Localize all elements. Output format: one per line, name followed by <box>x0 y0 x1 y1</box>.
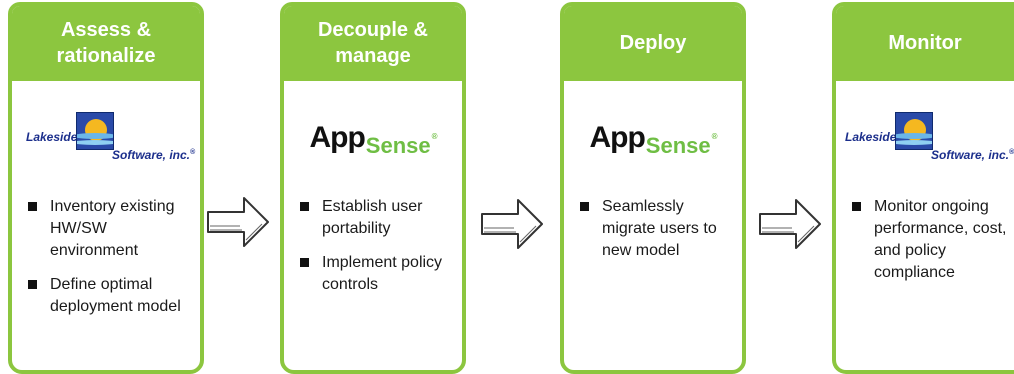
lakeside-logo: Lakeside Software, inc.® <box>12 110 200 166</box>
stage-title: Monitor <box>836 6 1014 81</box>
list-item: Seamlessly migrate users to new model <box>576 196 736 262</box>
arrow-right-icon <box>207 197 269 247</box>
arrow-right-icon <box>759 199 821 249</box>
list-item: Implement policy controls <box>296 252 456 296</box>
list-item: Establish user portability <box>296 196 456 240</box>
list-item: Define optimal deployment model <box>24 274 194 318</box>
lakeside-logo: Lakeside Software, inc.® <box>836 110 1014 166</box>
list-item: Inventory existing HW/SW environment <box>24 196 194 262</box>
bullet-list: Seamlessly migrate users to new model <box>576 196 736 274</box>
stage-assess-card: Assess & rationalize Lakeside Software, … <box>8 2 204 374</box>
stage-monitor-card: Monitor Lakeside Software, inc.® Monitor… <box>832 2 1014 374</box>
stage-title: Deploy <box>564 6 742 81</box>
list-item: Monitor ongoing performance, cost, and p… <box>848 196 1008 284</box>
bullet-list: Establish user portability Implement pol… <box>296 196 456 308</box>
stage-title: Assess & rationalize <box>12 6 200 81</box>
arrow-right-icon <box>481 199 543 249</box>
stage-title: Decouple & manage <box>284 6 462 81</box>
bullet-list: Monitor ongoing performance, cost, and p… <box>848 196 1008 296</box>
bullet-list: Inventory existing HW/SW environment Def… <box>24 196 194 330</box>
